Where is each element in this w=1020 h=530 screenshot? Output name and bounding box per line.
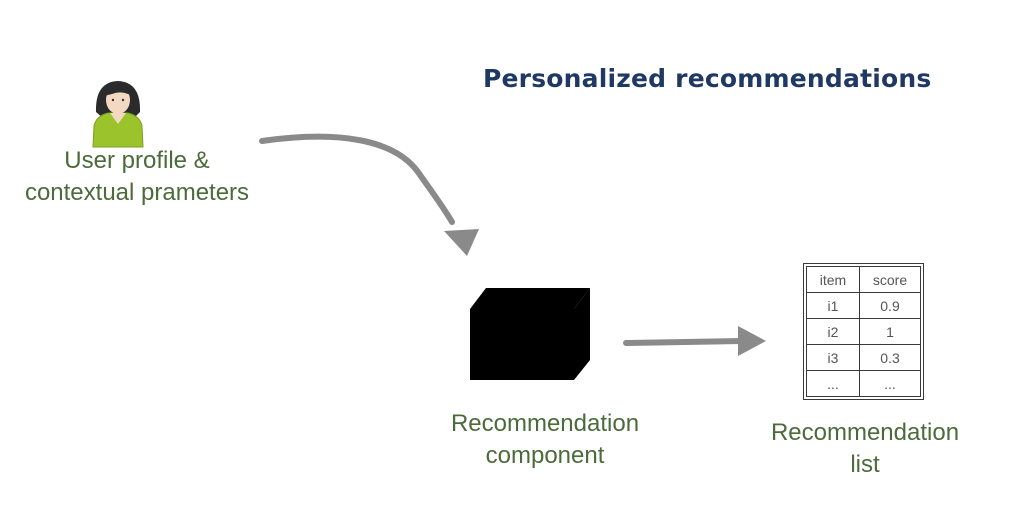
table-row: i3 0.3	[806, 344, 921, 371]
arrow-user-to-component	[259, 133, 479, 256]
table-header-row: item score	[806, 266, 921, 293]
arrow-component-to-list	[623, 326, 766, 356]
table-row: ... ...	[806, 370, 921, 397]
user-profile-label: User profile & contextual prameters	[18, 145, 256, 209]
cell-item: i1	[806, 292, 860, 319]
black-box-icon	[470, 288, 590, 380]
diagram-title: Personalized recommendations	[483, 64, 932, 93]
cell-score: 0.9	[859, 292, 921, 319]
user-label-line2: contextual prameters	[24, 179, 250, 206]
recommendation-list-label: Recommendation list	[760, 417, 970, 481]
list-label-line2: list	[850, 451, 880, 478]
cell-score: 1	[859, 318, 921, 345]
component-label-line2: component	[485, 442, 605, 469]
list-label-line1: Recommendation	[770, 419, 960, 446]
recommendation-component-label: Recommendation component	[436, 408, 654, 472]
cell-item: ...	[806, 370, 860, 397]
user-label-line1: User profile &	[64, 147, 210, 174]
cell-score: 0.3	[859, 344, 921, 371]
recommendation-table: item score i1 0.9 i2 1 i3 0.3 ... ...	[803, 263, 924, 400]
header-item: item	[806, 266, 860, 293]
cell-item: i2	[806, 318, 860, 345]
component-label-line1: Recommendation	[450, 410, 640, 437]
header-score: score	[859, 266, 921, 293]
table-row: i1 0.9	[806, 292, 921, 319]
cell-item: i3	[806, 344, 860, 371]
user-icon	[92, 81, 144, 148]
table-row: i2 1	[806, 318, 921, 345]
cell-score: ...	[859, 370, 921, 397]
